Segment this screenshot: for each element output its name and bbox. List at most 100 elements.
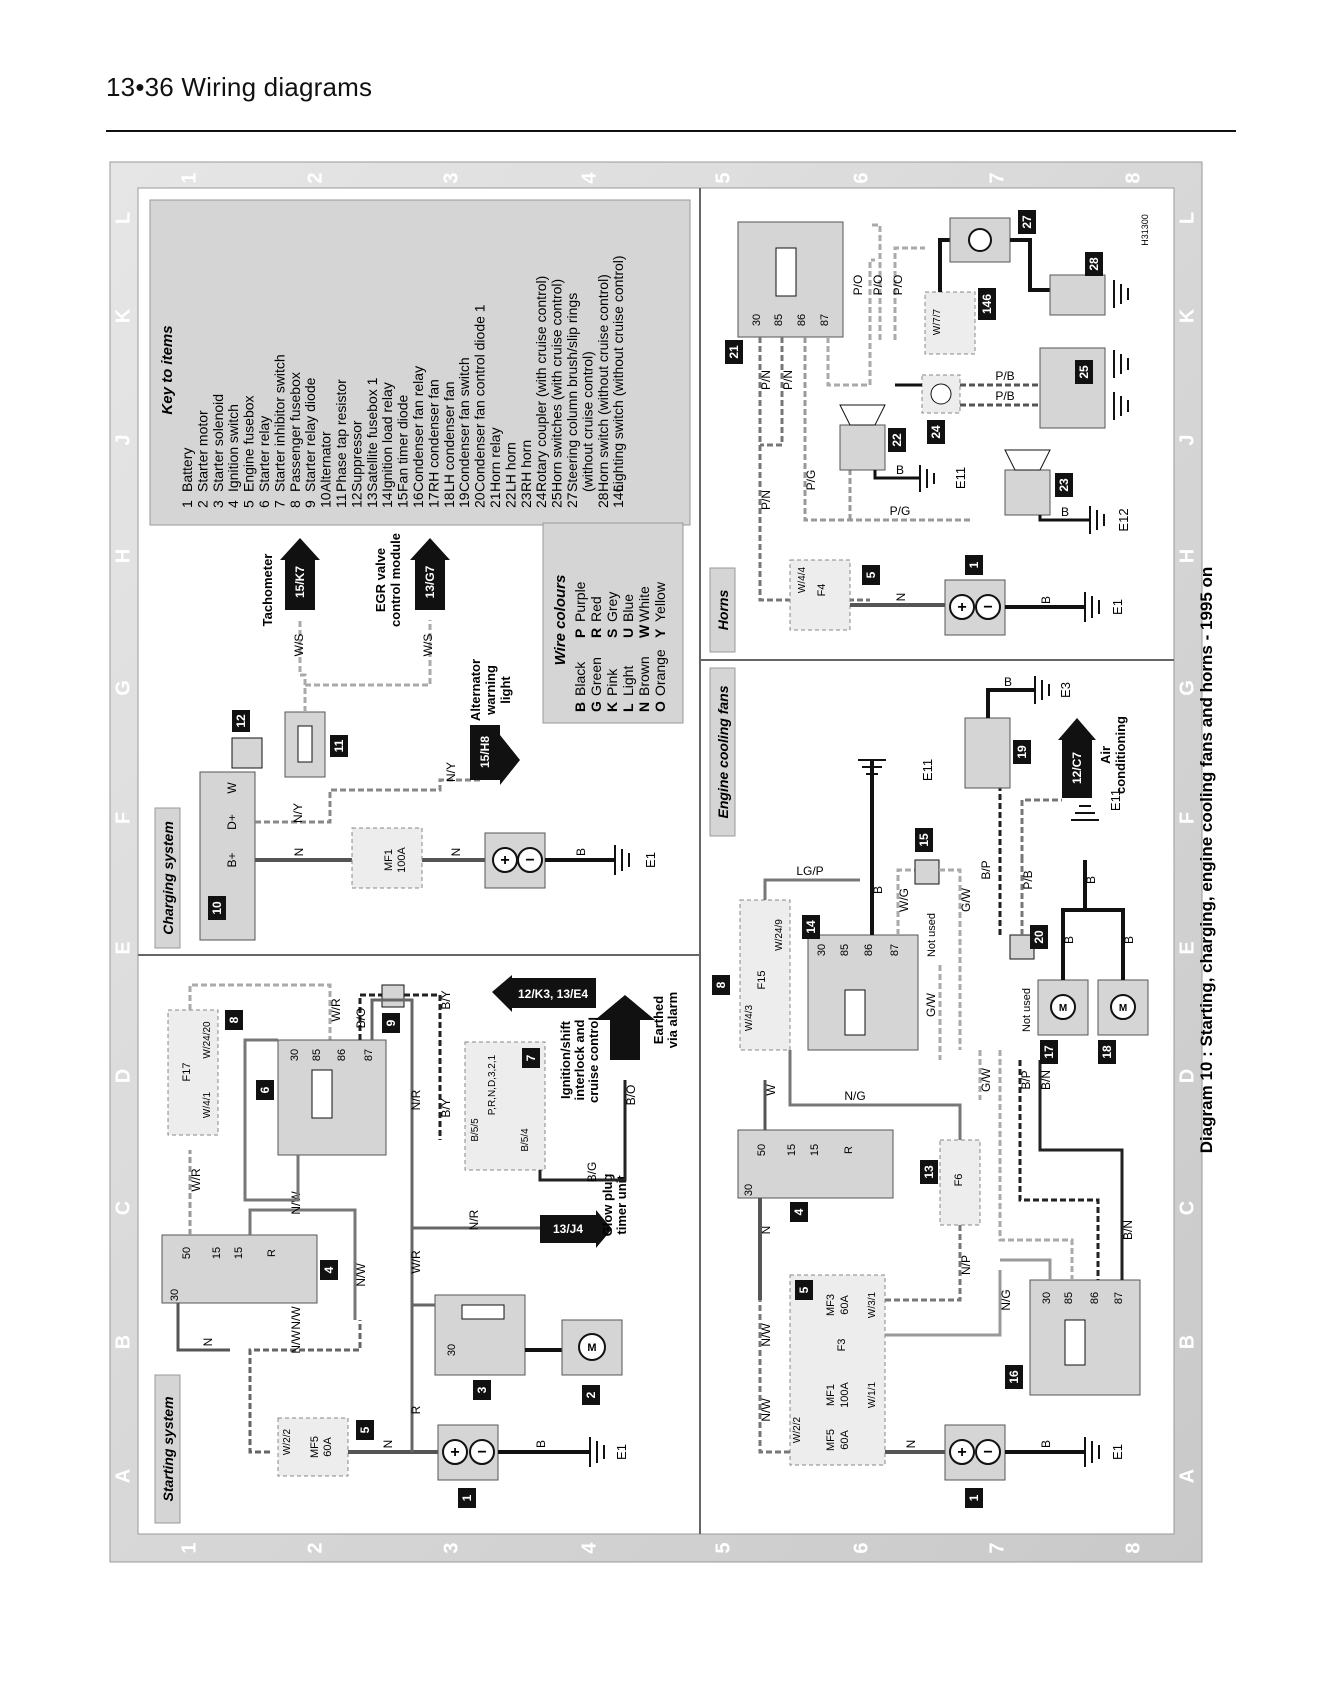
arrow-k7-head [280, 538, 320, 560]
item-label-8 [712, 975, 730, 995]
arrow-g7-head [410, 538, 450, 560]
wire-label-nw: N/W [354, 1263, 368, 1287]
key-item-label: LH horn [502, 442, 518, 492]
fuse-f4: F4 [816, 584, 828, 597]
col-num: 8 [1122, 1542, 1144, 1553]
wire-label-r: R [409, 1405, 423, 1414]
row-letter: F [112, 812, 134, 824]
pin-b55: B/5/5 [470, 1118, 481, 1142]
wire-colours-title: Wire colours [552, 575, 569, 666]
arrow-15-h8: 15/H8 [478, 736, 492, 768]
key-item-num: 16 [410, 492, 426, 508]
section-labels: Charging system Starting system Engine c… [154, 567, 736, 1524]
wire-colour-name: Black [572, 661, 588, 696]
key-item-num: 7 [271, 500, 287, 508]
horn-switches-cruise [1039, 347, 1106, 429]
arrow-k7-body [285, 555, 315, 610]
key-item-label: Condenser fan relay [410, 366, 426, 492]
row-letter: C [112, 1201, 134, 1215]
key-item-num: 2 [194, 500, 210, 508]
arrow-h8-body [470, 725, 500, 780]
item-label-19 [1013, 740, 1031, 764]
frame-col-numbers: 1 2 3 4 5 6 7 8 1 2 3 4 5 6 7 8 [178, 172, 1144, 1554]
ignition-switch-start [161, 1234, 318, 1304]
wire-label-po: P/O [891, 275, 905, 296]
diagram-title: Diagram 10 : Starting, charging, engine … [1197, 567, 1216, 1154]
item-num-21: 21 [727, 345, 741, 359]
wire-label-n: N [894, 593, 908, 602]
key-item-num: 1 [179, 500, 195, 508]
wire-label-wr: W/R [189, 1168, 203, 1192]
wire-label-b: B [534, 1440, 548, 1448]
row-letter: D [1176, 1069, 1198, 1083]
item-num-27: 27 [1020, 215, 1034, 229]
wire-po [826, 258, 875, 387]
relay-coil [311, 1069, 333, 1119]
arrow-j4-body [540, 1215, 596, 1243]
item-num-4: 4 [322, 1266, 336, 1273]
header-rule [106, 130, 1236, 132]
wire-label-b: B [1062, 936, 1076, 944]
item-num-20: 20 [1032, 930, 1046, 944]
item-num-7: 7 [524, 1054, 538, 1061]
earth-e11: E11 [1108, 789, 1123, 811]
wire-label-n: N [759, 1226, 773, 1235]
fuse-100a: 100A [839, 1381, 851, 1407]
earth-e1-charging [614, 845, 630, 875]
label-egr-2: control module [388, 533, 403, 627]
item-label-5 [862, 565, 880, 585]
wire-colours-list: BBlackGGreenKPinkLLightNBrownOOrangePPur… [572, 581, 668, 712]
earth-e11: E11 [953, 467, 968, 489]
fuse-mf1: MF1 [825, 1384, 837, 1406]
pin-86: 86 [796, 314, 808, 326]
item-num-11: 11 [332, 739, 346, 752]
key-item-label: Starter relay diode [302, 377, 318, 492]
relay-coil [844, 989, 866, 1036]
pin-87: 87 [889, 944, 901, 956]
row-letter: E [112, 941, 134, 954]
fuse-f3: F3 [836, 1339, 848, 1352]
earth-e1: E1 [1110, 599, 1125, 615]
item-label-21 [725, 340, 743, 364]
item-label-8 [225, 1010, 243, 1030]
rh-horn [1004, 469, 1051, 516]
col-num: 1 [178, 1542, 200, 1553]
wire-label-by: B/Y [439, 990, 453, 1009]
earth-e1: E1 [614, 1444, 629, 1460]
key-item-label: Starter relay [256, 416, 272, 492]
pin-r: R [266, 1249, 278, 1257]
item-num-146: 146 [980, 294, 994, 314]
wire-colour-name: Yellow [652, 581, 668, 622]
wire-label-ng: N/G [999, 1289, 1013, 1310]
fuse-f6: F6 [953, 1174, 965, 1187]
row-letter: L [112, 212, 134, 224]
wire-pg [803, 337, 970, 522]
key-item-num: 5 [241, 500, 257, 508]
arrow-13-j4: 13/J4 [553, 1222, 583, 1236]
wire-label-np: N/P [959, 1255, 973, 1275]
fuse-100a: 100A [396, 846, 408, 872]
wire-label-b: B [574, 848, 588, 856]
key-item-num: 20 [472, 492, 488, 508]
label-egr-1: EGR valve [373, 548, 388, 612]
row-letter: K [112, 308, 134, 323]
key-item-label: Battery [179, 448, 195, 492]
pin-w2420: W/24/20 [202, 1021, 213, 1059]
item-label-4 [320, 1260, 338, 1280]
key-item-num: 3 [210, 500, 226, 508]
pin-r: R [843, 1146, 855, 1154]
key-item-label: Alternator [318, 431, 334, 492]
wire-label-wr: W/R [409, 1250, 423, 1274]
wire-colour-name: Grey [604, 592, 620, 622]
item-label-1 [458, 1488, 476, 1508]
item-label-11 [330, 735, 348, 757]
pin-15: 15 [786, 1144, 798, 1156]
wire-colour-code: R [588, 628, 604, 638]
wire-label-bn: B/N [1121, 1220, 1135, 1240]
section-cooling: Engine cooling fans [715, 685, 731, 818]
fuse-mf3: MF3 [825, 1294, 837, 1316]
label-alternator-3: light [498, 676, 513, 704]
item-num-8: 8 [714, 981, 728, 988]
item-num-24: 24 [929, 425, 943, 439]
key-title: Key to items [159, 325, 176, 414]
